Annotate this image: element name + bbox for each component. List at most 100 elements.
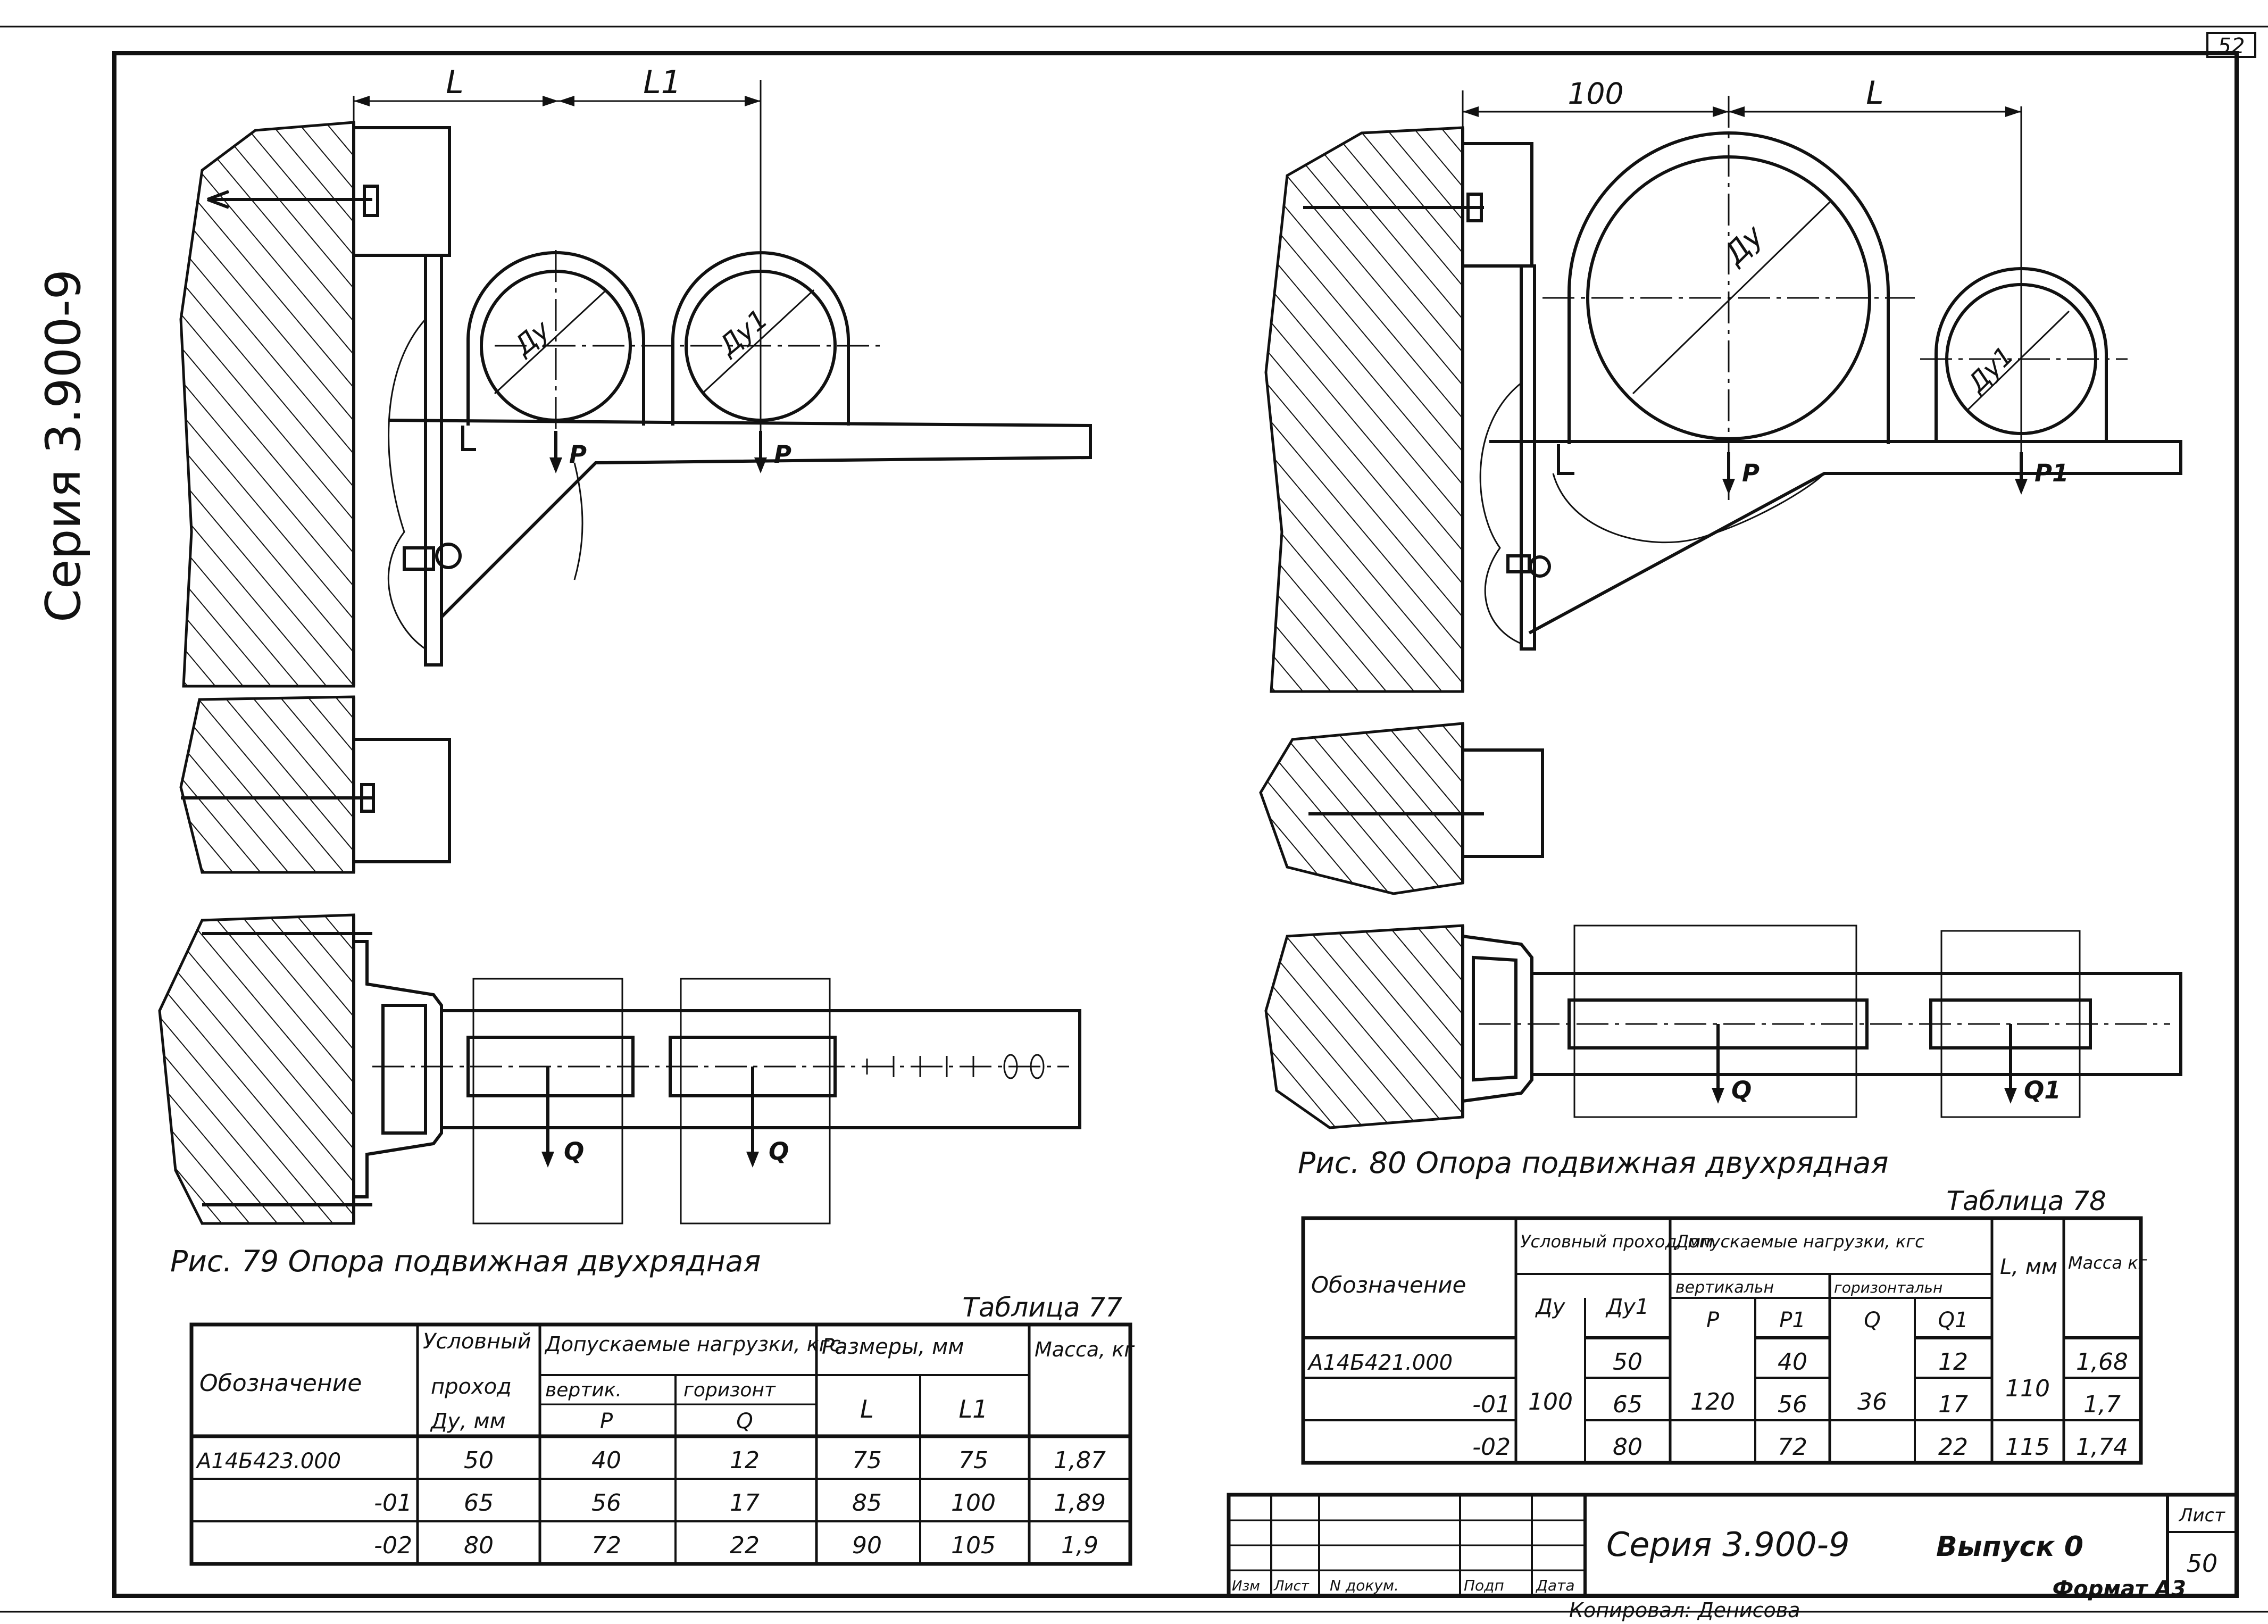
table78-h-p: P bbox=[1706, 1308, 1720, 1332]
fig80-side-plate bbox=[1461, 748, 1544, 858]
fig80-load-q-label: Q bbox=[1731, 1076, 1752, 1104]
table77-cell-q: 12 bbox=[730, 1447, 760, 1474]
fig80-embedded-plate bbox=[1461, 142, 1533, 268]
table78-row: -01 65 56 17 1,7 bbox=[1472, 1391, 2121, 1418]
table77-cell-designation: А14Б423.000 bbox=[195, 1449, 341, 1473]
table78-cell-q1: 12 bbox=[1938, 1348, 1968, 1376]
table78-cell-designation: -02 bbox=[1472, 1434, 1511, 1461]
table77-cell-du: 80 bbox=[464, 1532, 494, 1559]
fig80-clamp-small bbox=[1935, 267, 2108, 442]
fig79-side-plate bbox=[352, 738, 451, 863]
fig79-bolt-nut bbox=[363, 185, 379, 217]
table78-cell-l: 115 bbox=[2005, 1434, 2050, 1461]
fig79-drawing: L L1 Ду Ду1 P P bbox=[158, 64, 1092, 1225]
table78-h-designation: Обозначение bbox=[1311, 1272, 1466, 1298]
table77-h-bore-3: Ду, мм bbox=[430, 1409, 506, 1434]
fig79-anchor-tip bbox=[206, 190, 230, 209]
fig80-console bbox=[1489, 440, 2182, 635]
title-block-issue: Выпуск 0 bbox=[1936, 1531, 2083, 1563]
table77-cell-du: 65 bbox=[464, 1489, 494, 1517]
table78-title: Таблица 78 bbox=[1946, 1186, 2106, 1217]
format-label: Формат А3 bbox=[2053, 1577, 2186, 1601]
title-block-izm: Изм bbox=[1232, 1578, 1260, 1594]
table78-cell-mass: 1,68 bbox=[2076, 1348, 2128, 1376]
fig80-dim-100: 100 bbox=[1568, 77, 1624, 111]
title-block-date: Дата bbox=[1535, 1577, 1575, 1594]
table77-h-designation: Обозначение bbox=[199, 1370, 362, 1397]
fig80-bolt-nut bbox=[1466, 193, 1483, 222]
table78-body: А14Б421.000 50 40 12 1,68 -01 65 56 17 1… bbox=[1307, 1348, 2128, 1461]
fig80-console-break bbox=[1552, 472, 1825, 544]
fig79-load-p2-head bbox=[754, 457, 767, 473]
fig80-du1-leader bbox=[1967, 310, 2070, 411]
fig79-du-label-2: Ду1 bbox=[712, 303, 774, 362]
fig79-dim-l: L bbox=[446, 64, 463, 101]
title-block-list: Лист bbox=[1273, 1578, 1310, 1594]
fig79-console-break bbox=[573, 462, 583, 580]
fig80-clamp-foot bbox=[1557, 444, 1574, 475]
fig80-caption: Рис. 80 Опора подвижная двухрядная bbox=[1298, 1146, 1888, 1180]
fig79-du-leader-1 bbox=[494, 289, 607, 395]
fig79-dim-l1: L1 bbox=[643, 64, 681, 101]
fig79-pin bbox=[435, 543, 462, 569]
title-block-sheet-label: Лист bbox=[2178, 1505, 2225, 1526]
table77-cell-l: 90 bbox=[852, 1532, 882, 1559]
table77-h-q: Q bbox=[736, 1409, 753, 1434]
fig80-clamp-big bbox=[1567, 131, 1890, 444]
title-block-doc: N докум. bbox=[1330, 1577, 1399, 1594]
fig79-plan-hole-1 bbox=[1003, 1054, 1018, 1079]
table77-body: А14Б423.000 50 40 12 75 75 1,87 -01 65 5… bbox=[195, 1447, 1106, 1559]
fig79-plan-bracket-outer bbox=[354, 940, 443, 1198]
table77-cell-designation: -01 bbox=[374, 1489, 412, 1517]
fig80-wall-side-view bbox=[1259, 722, 1464, 895]
table78-cell-p1: 56 bbox=[1778, 1391, 1807, 1418]
table78-h-mass: Масса кг bbox=[2068, 1253, 2147, 1273]
copied-by: Копировал: Денисова bbox=[1569, 1598, 1800, 1622]
table77-cell-mass: 1,9 bbox=[1061, 1532, 1098, 1559]
fig79-vertical-plate bbox=[424, 254, 443, 667]
fig80-hook bbox=[1506, 554, 1531, 573]
table78-l-common: 110 bbox=[2005, 1375, 2050, 1402]
table77-h-l: L bbox=[860, 1395, 874, 1423]
fig79-plan-pipe-2 bbox=[680, 978, 831, 1225]
table78-cell-designation: А14Б421.000 bbox=[1307, 1351, 1453, 1375]
table78-cell-p1: 72 bbox=[1778, 1434, 1807, 1461]
fig80-du1-label: Ду1 bbox=[1961, 341, 2019, 399]
fig80-load-q1-head bbox=[2004, 1088, 2017, 1104]
table77-cell-mass: 1,89 bbox=[1054, 1489, 1106, 1517]
fig79-break-line bbox=[387, 318, 427, 650]
table78-h-du: Ду bbox=[1535, 1295, 1566, 1319]
table77-cell-du: 50 bbox=[464, 1447, 494, 1474]
fig80-dim-l: L bbox=[1866, 74, 1883, 112]
table78-h-p1: P1 bbox=[1779, 1308, 1806, 1332]
table77-grid bbox=[189, 1322, 1132, 1566]
fig79-plan-ticks bbox=[866, 1056, 974, 1077]
fig79-clamp-2 bbox=[671, 251, 850, 426]
table77-cell-l1: 75 bbox=[958, 1447, 988, 1474]
table77-h-bore-1: Условный bbox=[423, 1329, 531, 1354]
table77-h-vert: вертик. bbox=[545, 1379, 622, 1401]
fig79-console bbox=[388, 419, 1092, 619]
table77-cell-l: 85 bbox=[852, 1489, 882, 1517]
table78-h-q1: Q1 bbox=[1938, 1308, 1969, 1332]
table77-title: Таблица 77 bbox=[962, 1292, 1122, 1323]
fig79-hook bbox=[403, 546, 435, 571]
table78-h-loads: Допускаемые нагрузки, кгс bbox=[1674, 1231, 1924, 1252]
title-block-grid bbox=[1227, 1493, 2239, 1598]
fig79-clamp-1-foot bbox=[461, 426, 476, 451]
table77-h-sizes: Размеры, мм bbox=[822, 1335, 964, 1359]
table78-cell-p1: 40 bbox=[1778, 1348, 1807, 1376]
table77-row: А14Б423.000 50 40 12 75 75 1,87 bbox=[195, 1447, 1106, 1474]
fig79-load-q2-label: Q bbox=[769, 1137, 789, 1165]
table77-h-mass: Масса, кг bbox=[1035, 1338, 1135, 1361]
fig80-load-q1-label: Q1 bbox=[2024, 1076, 2061, 1104]
table77-cell-p: 72 bbox=[591, 1532, 621, 1559]
corner-number-box bbox=[2206, 32, 2256, 58]
fig80-du-leader bbox=[1632, 201, 1831, 395]
fig79-load-q1-label: Q bbox=[564, 1137, 584, 1165]
fig79-du-label-1: Ду bbox=[507, 314, 556, 362]
table78-cell-du1: 50 bbox=[1613, 1348, 1642, 1376]
fig80-load-p-head bbox=[1722, 479, 1735, 495]
fig79-wall-side-view bbox=[179, 695, 355, 874]
table78-h-du1: Ду1 bbox=[1605, 1295, 1649, 1319]
